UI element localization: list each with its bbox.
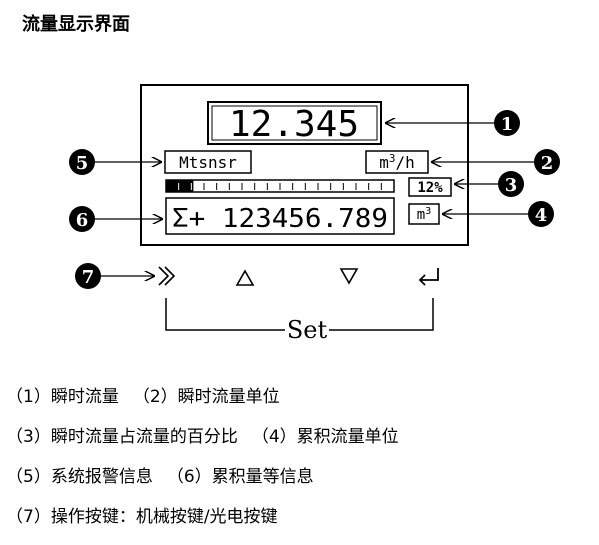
svg-text:1: 1 (501, 114, 514, 135)
description-line-2: （3）瞬时流量占流量的百分比 （4）累积流量单位 (6, 426, 399, 448)
total-unit-base: m (417, 207, 425, 223)
callout-4: 4 (528, 201, 554, 227)
desc-6: （6）累积量等信息 (166, 467, 314, 487)
percent-bar-fill (166, 180, 194, 192)
set-label: Set (287, 316, 328, 344)
callout-3: 3 (498, 171, 524, 197)
callout-7: 7 (75, 263, 101, 289)
total-text: Σ+ 123456.789 (172, 204, 388, 234)
percent-box (408, 177, 452, 197)
svg-text:4: 4 (535, 205, 548, 226)
total-unit: m3 (417, 206, 431, 223)
svg-text:7: 7 (82, 267, 95, 288)
instant-value-box (207, 101, 382, 145)
flow-display-diagram: 12.345 Mtsnsr m3/h 12% Σ+ 123456.789 m3 … (69, 84, 560, 344)
desc-4: （4）累积流量单位 (251, 427, 399, 447)
callout-5: 5 (69, 149, 95, 175)
instant-unit-tail: /h (396, 153, 415, 172)
instant-unit-box (365, 150, 429, 174)
total-box (165, 197, 395, 235)
callout-2: 2 (534, 149, 560, 175)
description-line-4: （7）操作按键：机械按键/光电按键 (6, 506, 278, 528)
page-title: 流量显示界面 (22, 14, 130, 35)
set-bracket-left (165, 298, 285, 331)
svg-text:6: 6 (76, 210, 89, 231)
percent-text: 12% (417, 180, 443, 196)
desc-5: （5）系统报警信息 (6, 467, 153, 487)
callout-1: 1 (494, 110, 520, 136)
description-line-3: （5）系统报警信息 （6）累积量等信息 (6, 466, 314, 488)
svg-text:5: 5 (76, 153, 89, 174)
instant-unit: m3/h (379, 152, 415, 172)
description-line-1: （1）瞬时流量 （2）瞬时流量单位 (6, 386, 280, 408)
desc-7: （7）操作按键：机械按键/光电按键 (6, 507, 278, 527)
down-key-icon[interactable] (339, 268, 359, 285)
shift-key-icon[interactable] (158, 266, 176, 286)
svg-text:2: 2 (541, 153, 554, 174)
percent-bar-ticks (178, 183, 382, 190)
instant-unit-exp: 3 (389, 152, 396, 165)
lcd-frame (140, 84, 469, 246)
enter-key-icon[interactable] (418, 268, 439, 286)
percent-bar (165, 179, 395, 193)
svg-text:3: 3 (505, 175, 518, 196)
instant-unit-base: m (379, 153, 389, 172)
total-unit-exp: 3 (425, 206, 431, 217)
desc-3: （3）瞬时流量占流量的百分比 (6, 427, 238, 447)
callout-6: 6 (69, 206, 95, 232)
set-bracket-right (329, 298, 434, 331)
up-key-icon[interactable] (235, 269, 255, 286)
desc-2: （2）瞬时流量单位 (132, 387, 280, 407)
desc-1: （1）瞬时流量 (6, 387, 119, 407)
alarm-box (164, 150, 252, 174)
alarm-text: Mtsnsr (179, 153, 237, 172)
instant-value: 12.345 (229, 104, 359, 145)
total-unit-box (408, 203, 440, 225)
